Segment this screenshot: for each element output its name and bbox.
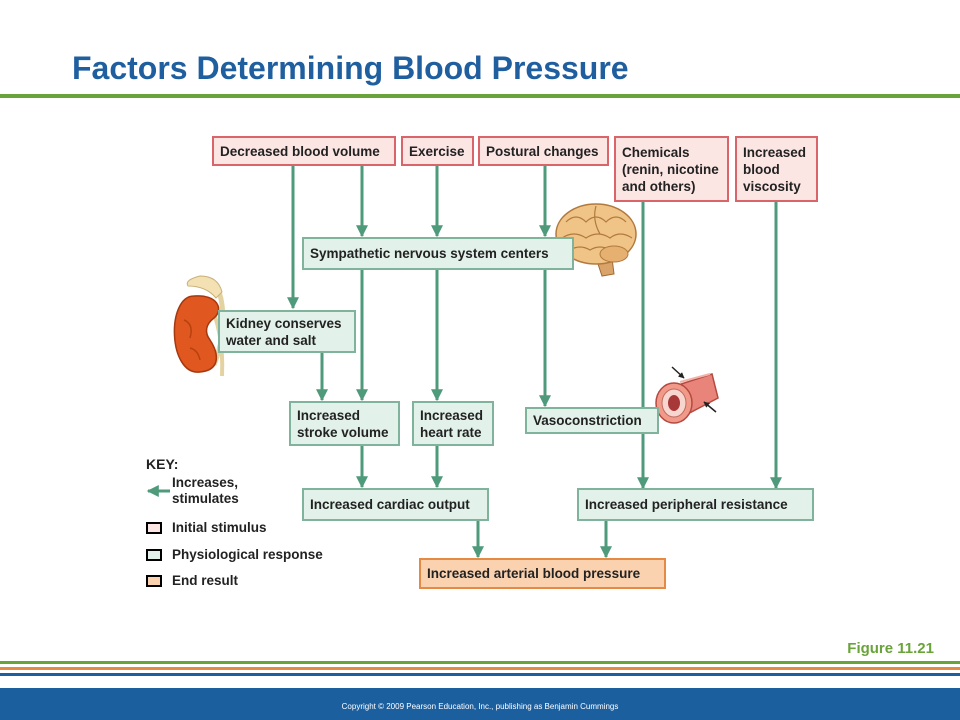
key-initial-stimulus-label: Initial stimulus — [172, 520, 267, 535]
box-increased-arterial-pressure: Increased arterial blood pressure — [419, 558, 666, 589]
box-increased-peripheral-resistance: Increased peripheral resistance — [577, 488, 814, 521]
box-decreased-blood-volume: Decreased blood volume — [212, 136, 396, 166]
box-exercise: Exercise — [401, 136, 474, 166]
brain-icon — [555, 203, 637, 277]
footer-bar — [0, 688, 960, 720]
box-chemicals: Chemicals (renin, nicotine and others) — [614, 136, 729, 202]
kidney-icon — [173, 275, 226, 377]
key-swatch-response — [146, 549, 162, 561]
key-swatch-stimulus — [146, 522, 162, 534]
box-postural-changes: Postural changes — [478, 136, 609, 166]
box-increased-blood-viscosity: Increased blood viscosity — [735, 136, 818, 202]
box-increased-cardiac-output: Increased cardiac output — [302, 488, 489, 521]
box-sympathetic-centers: Sympathetic nervous system centers — [302, 237, 574, 270]
key-swatch-end — [146, 575, 162, 587]
title-rule — [0, 94, 960, 98]
box-increased-stroke-volume: Increased stroke volume — [289, 401, 400, 446]
key-increases-label: Increases, stimulates — [172, 475, 239, 506]
key-end-result-label: End result — [172, 573, 239, 588]
page-title: Factors Determining Blood Pressure — [72, 50, 629, 86]
footer-stripes — [0, 661, 960, 679]
copyright: Copyright © 2009 Pearson Education, Inc.… — [341, 702, 619, 711]
key-title: KEY: — [146, 456, 179, 472]
figure-label: Figure 11.21 — [847, 640, 934, 657]
key-physiological-response-label: Physiological response — [172, 547, 323, 562]
box-increased-heart-rate: Increased heart rate — [412, 401, 494, 446]
box-kidney-conserves: Kidney conserves water and salt — [218, 310, 356, 353]
box-vasoconstriction: Vasoconstriction — [525, 407, 659, 434]
artery-icon — [655, 366, 719, 424]
